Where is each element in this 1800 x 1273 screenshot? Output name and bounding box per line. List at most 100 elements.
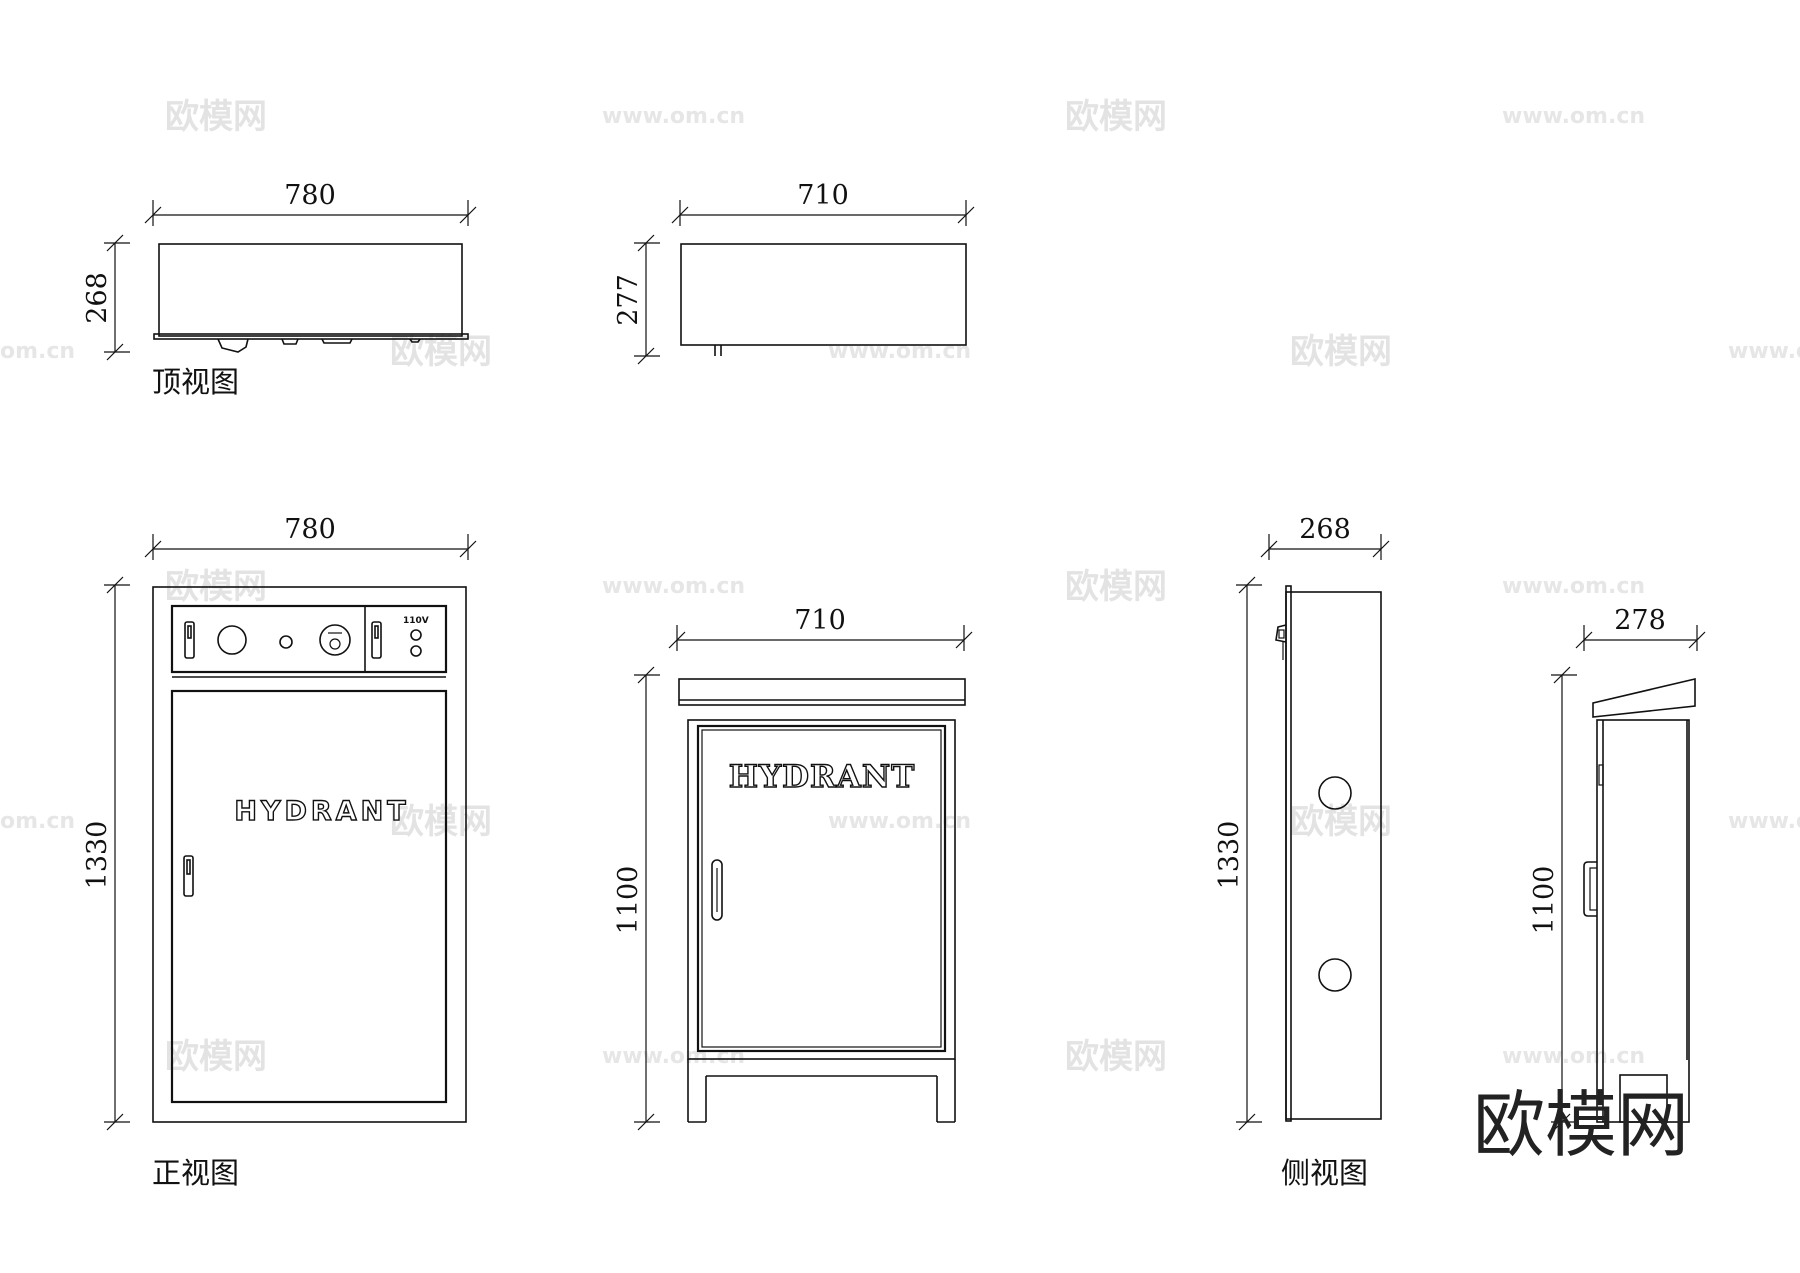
- dim-height-label: 1330: [82, 821, 113, 890]
- watermark-brand: 欧模网: [1065, 97, 1167, 137]
- watermark-url: www.om.cn: [828, 809, 971, 834]
- dim-tick: [106, 234, 124, 252]
- dim-tick: [1553, 1113, 1571, 1131]
- switch-right: [371, 621, 382, 659]
- hydrant-label: HYDRANT: [234, 796, 409, 827]
- dim-depth-label: 278: [1614, 605, 1666, 636]
- pipe-hole-top: [1318, 776, 1352, 810]
- dim-height-label: 1330: [1214, 821, 1245, 890]
- side-handle-inner: [1589, 867, 1597, 911]
- watermark-url: www.om.cn: [828, 339, 971, 364]
- dim-height-label: 1100: [1529, 866, 1560, 935]
- watermark-brand: 欧模网: [390, 332, 492, 372]
- dim-tick: [106, 343, 124, 361]
- pipe-hole-bottom: [1318, 958, 1352, 992]
- switch-left: [184, 621, 195, 659]
- dim-depth-label: 268: [82, 272, 113, 324]
- watermark-brand: 欧模网: [1290, 332, 1392, 372]
- cabinet-knob-profile: [281, 338, 299, 345]
- watermark-brand: 欧模网: [1065, 1037, 1167, 1077]
- cabinet-front-flange: [1285, 585, 1292, 1122]
- dim-tick: [637, 666, 655, 684]
- indicator-light-top: [410, 629, 422, 641]
- side-view-a: 268 1330 侧视图: [1214, 514, 1390, 1190]
- top-view-b: 710 277: [613, 180, 975, 365]
- pressure-gauge: [217, 625, 247, 655]
- dim-tick: [1575, 631, 1593, 649]
- dim-tick: [1372, 540, 1390, 558]
- dim-tick: [668, 631, 686, 649]
- brand-watermark-large: 欧模网: [1473, 1083, 1689, 1167]
- cabinet-handle-profile: [714, 345, 722, 356]
- cabinet-knob-profile: [409, 338, 421, 343]
- watermark-url: www.om.cn: [1728, 339, 1800, 364]
- dim-tick: [459, 206, 477, 224]
- cabinet-knob-profile: [217, 338, 249, 353]
- dim-tick: [106, 576, 124, 594]
- switch-right-lever: [374, 625, 379, 639]
- cabinet-top-outline: [680, 243, 967, 346]
- door-handle: [711, 859, 723, 921]
- cabinet-door: [696, 724, 947, 1053]
- panel-knob-detail: [1278, 629, 1285, 639]
- dim-depth-label: 277: [613, 274, 644, 326]
- dim-tick: [144, 540, 162, 558]
- top-view-a: 780 268 顶视图: [82, 180, 477, 399]
- watermark-url: www.om.cn: [1502, 104, 1645, 129]
- watermark-brand: 欧模网: [165, 1037, 267, 1077]
- top-view-label: 顶视图: [152, 365, 239, 399]
- dim-width-label: 710: [797, 180, 849, 211]
- dim-tick: [106, 1113, 124, 1131]
- dim-tick: [671, 206, 689, 224]
- watermark-url: om.cn: [0, 339, 75, 364]
- watermark-url: www.om.cn: [602, 1044, 745, 1069]
- watermark-url: www.om.cn: [1502, 574, 1645, 599]
- dim-width-label: 710: [794, 605, 846, 636]
- dim-tick: [1238, 1113, 1256, 1131]
- door-handle: [183, 855, 194, 897]
- door-handle-lever: [186, 859, 191, 875]
- dim-tick: [637, 234, 655, 252]
- cabinet-door: [170, 689, 448, 1104]
- door-inner-line: [701, 729, 942, 1048]
- dim-tick: [957, 206, 975, 224]
- dim-tick: [637, 1113, 655, 1131]
- indicator-lamp: [279, 635, 293, 649]
- dim-tick: [1553, 666, 1571, 684]
- cabinet-slanted-top: [1592, 677, 1696, 718]
- side-handle: [1583, 861, 1597, 917]
- dim-tick: [1260, 540, 1278, 558]
- watermark-url: www.om.cn: [1502, 1044, 1645, 1069]
- dim-depth-label: 268: [1299, 514, 1351, 545]
- side-view-b: 278 1100: [1529, 605, 1706, 1131]
- hydrant-label: HYDRANT: [729, 759, 916, 795]
- control-panel: [170, 604, 448, 674]
- watermark-url: www.om.cn: [602, 574, 745, 599]
- front-view-label: 正视图: [152, 1156, 239, 1190]
- cabinet-top-slab: [678, 678, 966, 706]
- indicator-light-bottom: [410, 645, 422, 657]
- cabinet-flange: [153, 333, 469, 340]
- front-view-b: 710 1100 HYDRANT: [613, 605, 973, 1131]
- watermark-url: www.om.cn: [1728, 809, 1800, 834]
- dim-width-label: 780: [284, 514, 336, 545]
- cabinet-frame: [152, 586, 467, 1123]
- cabinet-top-outline: [158, 243, 463, 337]
- switch-left-lever: [187, 625, 192, 639]
- watermark-url: www.om.cn: [602, 104, 745, 129]
- cabinet-body: [687, 719, 956, 1060]
- watermark-brand: 欧模网: [165, 97, 267, 137]
- front-view-a: 780 1330 110V HYDRANT 正视图: [82, 514, 477, 1190]
- alarm-button-inner: [329, 638, 341, 650]
- watermark-brand: 欧模网: [1065, 567, 1167, 607]
- cabinet-knob-profile: [321, 338, 353, 344]
- dim-width-label: 780: [284, 180, 336, 211]
- door-hinge: [1598, 764, 1604, 786]
- dim-tick: [459, 540, 477, 558]
- alarm-button: [319, 624, 351, 656]
- dim-height-label: 1100: [613, 866, 644, 935]
- cabinet-side-body: [1285, 591, 1382, 1120]
- voltage-label: 110V: [403, 616, 429, 626]
- watermark-layer: 欧模网 www.om.cn 欧模网 www.om.cn om.cn 欧模网 ww…: [0, 97, 1800, 1077]
